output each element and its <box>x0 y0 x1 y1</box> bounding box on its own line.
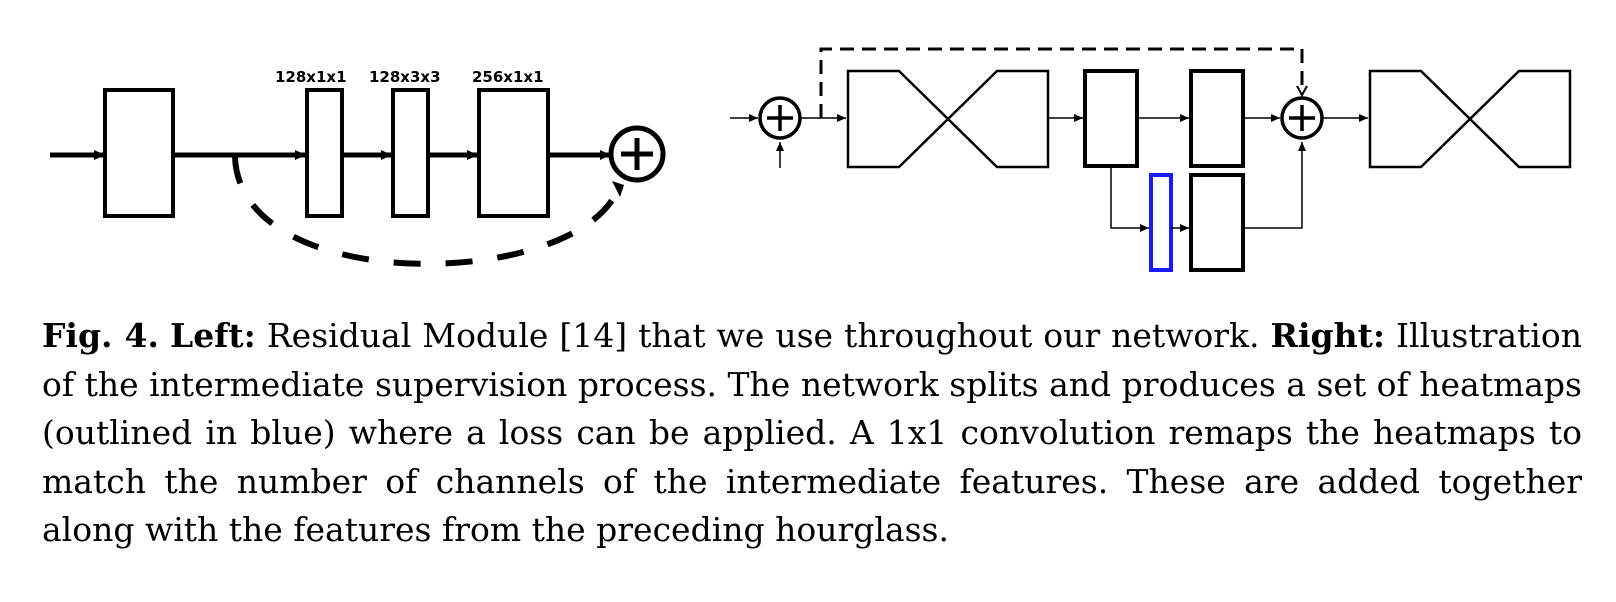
hourglass-2 <box>1368 69 1572 169</box>
add-node-1-icon <box>758 96 802 140</box>
intermediate-supervision-diagram <box>730 47 1572 272</box>
skip-connection-arc <box>232 156 623 267</box>
residual-module-diagram: 128x1x1 128x3x3 256x1x1 <box>50 68 666 267</box>
remap-up-line <box>1243 142 1306 229</box>
conv-label-2: 128x3x3 <box>369 68 441 86</box>
caption-fig-label: Fig. 4. <box>42 316 159 355</box>
caption-left-text: Residual Module [14] that we use through… <box>266 316 1260 355</box>
feature-block-b <box>1189 69 1245 168</box>
remap-conv-block <box>1189 173 1245 272</box>
caption-right-text: Illustration of the intermediate supervi… <box>42 316 1582 549</box>
branch-down-line <box>1110 166 1149 232</box>
add-node-2-icon <box>1280 96 1324 140</box>
caption-right-label: Right: <box>1270 316 1385 355</box>
figure-caption: Fig. 4. Left: Residual Module [14] that … <box>42 312 1582 555</box>
hourglass-1 <box>846 69 1050 169</box>
conv-block-128x3x3 <box>391 88 430 218</box>
skip-arrowhead <box>612 181 624 197</box>
figure: 128x1x1 128x3x3 256x1x1 <box>50 47 1572 272</box>
conv-label-1: 128x1x1 <box>275 68 347 86</box>
input-block <box>103 88 175 218</box>
conv-block-256x1x1 <box>477 88 550 218</box>
caption-left-label: Left: <box>169 316 256 355</box>
add-node-icon <box>608 125 666 183</box>
skip-dashed-line <box>819 47 1302 118</box>
conv-label-3: 256x1x1 <box>472 68 544 86</box>
conv-block-128x1x1 <box>305 88 344 218</box>
heatmap-block <box>1149 173 1173 272</box>
feature-block-a <box>1083 69 1139 168</box>
